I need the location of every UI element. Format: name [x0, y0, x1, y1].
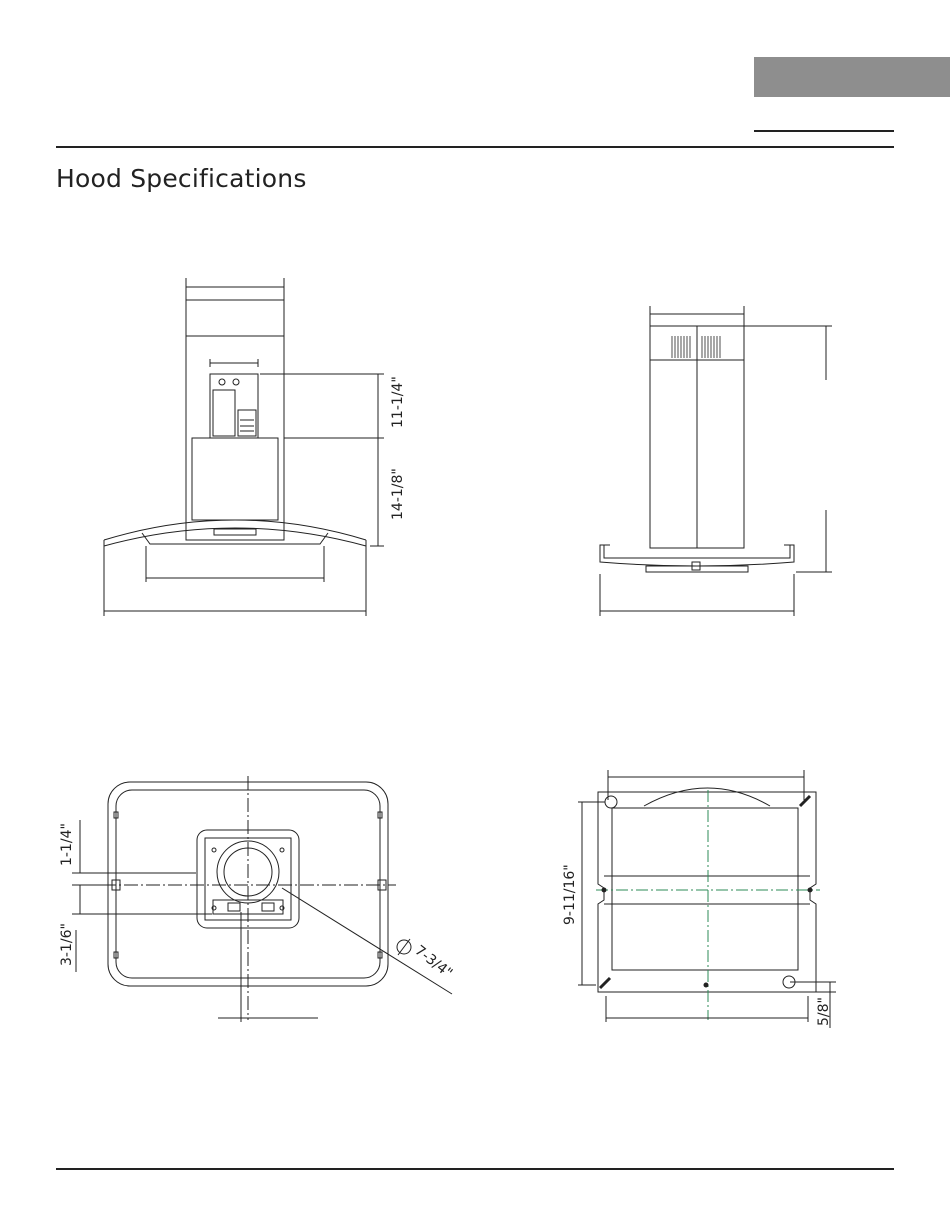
front-dim-lower: 14-1/8" [390, 468, 406, 520]
bottom-dim-duct: 7-3/4" [412, 943, 456, 982]
bottom-dim-top: 1-1/4" [59, 823, 75, 866]
bottom-view [72, 776, 452, 1022]
bracket-view [578, 770, 836, 1028]
front-dim-upper: 11-1/4" [390, 376, 406, 428]
bottom-dim-bottom: 3-1/6" [59, 923, 75, 966]
side-view [600, 306, 832, 616]
bracket-dim-height: 9-11/16" [562, 864, 578, 925]
bracket-dim-offset: 5/8" [816, 997, 832, 1026]
front-view [104, 278, 384, 616]
footer-rule [56, 1168, 894, 1170]
